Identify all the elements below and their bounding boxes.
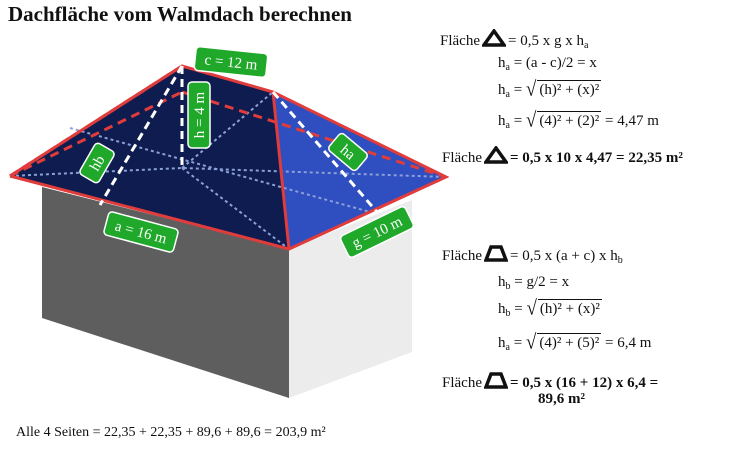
hb-root-formula: hb = √(h)² + (x)² bbox=[498, 296, 602, 320]
label-c-text: c = 12 m bbox=[204, 52, 259, 73]
label-ha: ha bbox=[328, 132, 368, 172]
label-hb: hb bbox=[79, 142, 115, 184]
trapezoid-icon bbox=[483, 245, 508, 262]
roof-side-triangle bbox=[273, 92, 446, 249]
ha-root-values: ha = √(4)² + (2)² = 4,47 m bbox=[498, 108, 659, 132]
total-area-summary: Alle 4 Seiten = 22,35 + 22,35 + 89,6 + 8… bbox=[16, 425, 326, 440]
sqrt-icon: √ bbox=[525, 108, 537, 132]
triangle-area-result: Fläche= 0,5 x 10 x 4,47 = 22,35 m² bbox=[442, 146, 683, 167]
ha-definition: ha = (a - c)/2 = x bbox=[498, 55, 597, 73]
triangle-area-formula: Fläche= 0,5 x g x ha bbox=[440, 29, 588, 51]
label-h-text: h = 4 m bbox=[192, 91, 208, 138]
trapezoid-area-result-line2: 89,6 m² bbox=[538, 391, 585, 407]
trapezoid-icon bbox=[483, 372, 508, 389]
ha-root-formula: ha = √(h)² + (x)² bbox=[498, 77, 602, 101]
triangle-icon bbox=[481, 29, 506, 47]
sqrt-icon: √ bbox=[525, 330, 537, 354]
front-wall bbox=[42, 187, 289, 398]
side-wall bbox=[289, 200, 412, 398]
label-h: h = 4 m bbox=[187, 81, 211, 149]
hidden-edge-lines bbox=[9, 166, 447, 178]
label-c: c = 12 m bbox=[193, 45, 269, 79]
roof-front-trapezoid bbox=[10, 66, 289, 249]
roof-outline bbox=[9, 64, 450, 251]
hip-roof-diagram: c = 12 m h = 4 m hb ha a = 16 m g = 10 m bbox=[9, 45, 450, 398]
page-title: Dachfläche vom Walmdach berechnen bbox=[8, 2, 352, 26]
sqrt-icon: √ bbox=[525, 77, 537, 101]
sqrt-icon: √ bbox=[526, 296, 537, 320]
hb-definition: hb = g/2 = x bbox=[498, 274, 570, 292]
hb-root-values: ha = √(4)² + (5)² = 6,4 m bbox=[498, 330, 652, 354]
height-ha-line bbox=[271, 91, 379, 213]
trapezoid-area-result: Fläche= 0,5 x (16 + 12) x 6,4 = bbox=[442, 371, 658, 392]
height-hb-line bbox=[98, 65, 184, 206]
trapezoid-area-formula: Fläche= 0,5 x (a + c) x hb bbox=[442, 244, 623, 266]
label-hb-text: hb bbox=[87, 153, 108, 174]
triangle-icon bbox=[483, 146, 508, 164]
